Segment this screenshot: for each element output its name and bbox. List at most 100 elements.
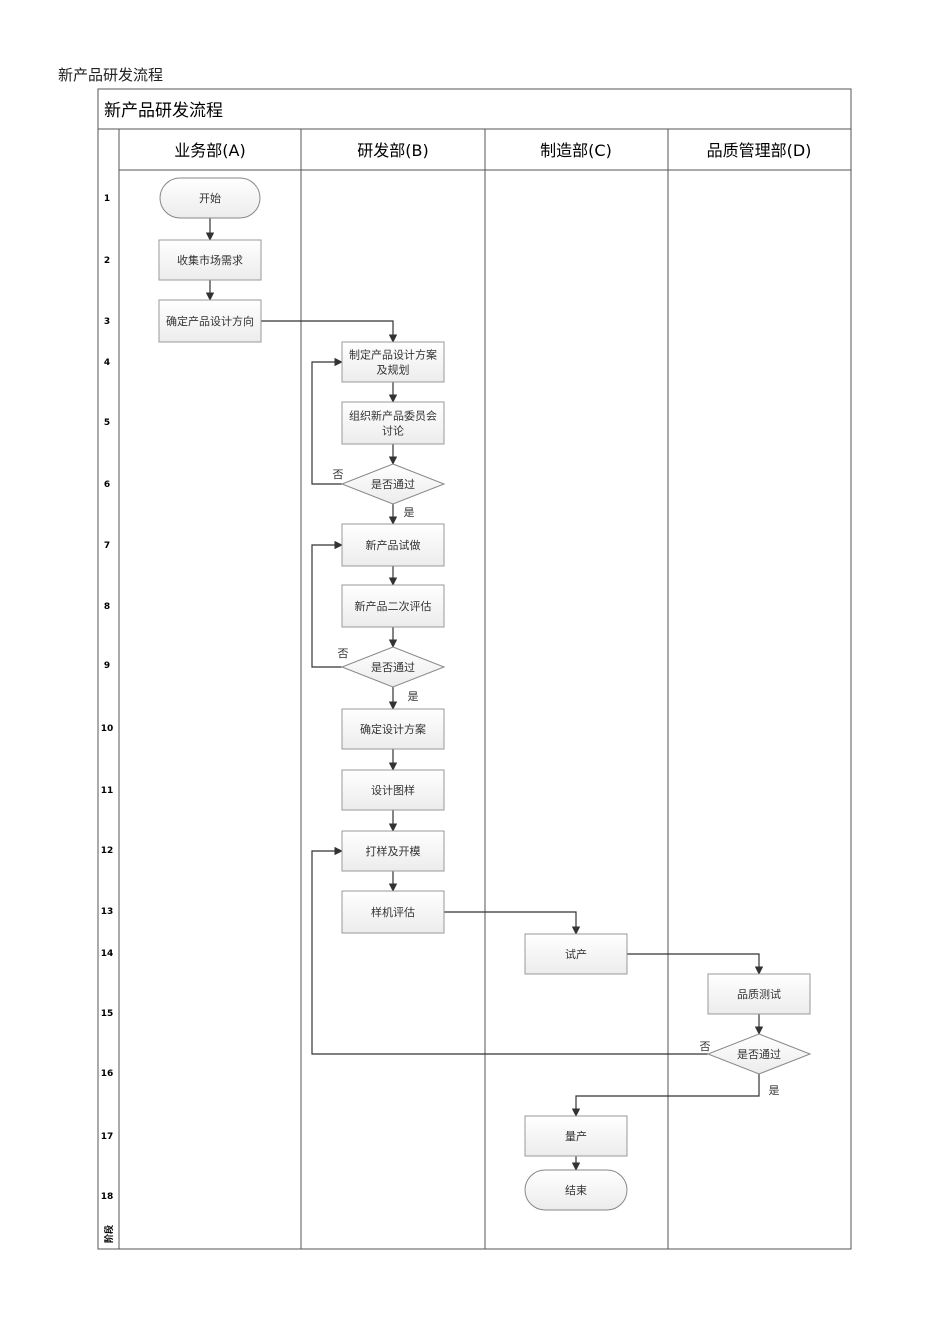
node-label: 品质测试 [737, 988, 781, 1001]
node-label: 试产 [565, 947, 587, 961]
flow-node-eval2: 新产品二次评估 [341, 584, 445, 628]
edge-line [627, 953, 764, 975]
row-label: 10 [101, 724, 114, 734]
node-label: 制定产品设计方案 [349, 348, 437, 362]
process-shape [158, 239, 262, 281]
lane-title-d: 品质管理部(D) [707, 141, 812, 160]
row-label: 16 [101, 1069, 114, 1079]
lane-title-c: 制造部(C) [540, 141, 612, 160]
lane-title-a: 业务部(A) [174, 141, 245, 160]
edge-label: 是 [408, 690, 419, 703]
edge-label: 否 [333, 468, 344, 481]
row-label: 6 [104, 480, 110, 490]
flow-node-trial: 新产品试做 [341, 523, 445, 567]
row-label: 1 [104, 194, 110, 204]
node-label: 开始 [199, 191, 221, 205]
process-shape [341, 708, 445, 750]
node-label: 设计图样 [371, 783, 415, 797]
flow-edge-pass1-trial: 是 [388, 504, 415, 525]
flow-edge-sampleeval-pilot [444, 911, 581, 935]
diagram-frame [97, 88, 852, 1250]
process-shape [341, 584, 445, 628]
node-label: 确定产品设计方向 [166, 314, 254, 328]
edge-label: 否 [338, 647, 349, 660]
node-label: 量产 [565, 1129, 587, 1143]
flow-node-direction: 确定产品设计方向 [158, 299, 262, 343]
process-shape [158, 299, 262, 343]
process-shape [341, 890, 445, 934]
row-label: 4 [104, 358, 110, 368]
edge-line [571, 1074, 760, 1117]
row-label: 2 [104, 256, 110, 266]
edge-line [311, 540, 343, 668]
flow-edge-pass3-mold: 否 [311, 846, 711, 1055]
node-label: 收集市场需求 [177, 253, 243, 267]
flow-node-start: 开始 [159, 177, 261, 219]
node-label: 组织新产品委员会 [349, 409, 437, 423]
node-label: 讨论 [382, 424, 404, 438]
edge-line [444, 911, 581, 935]
row-label: 5 [104, 418, 110, 428]
flow-node-end: 结束 [524, 1169, 628, 1211]
decision-shape [340, 646, 446, 688]
flow-node-confirm: 确定设计方案 [341, 708, 445, 750]
node-label: 是否通过 [371, 661, 415, 674]
row-label: 13 [101, 907, 114, 917]
flow-node-collect: 收集市场需求 [158, 239, 262, 281]
flow-edge-pass2-trial: 否 [311, 540, 349, 668]
flow-node-sampleeval: 样机评估 [341, 890, 445, 934]
process-shape [341, 341, 445, 383]
row-label: 14 [101, 949, 114, 959]
flow-node-drawing: 设计图样 [341, 769, 445, 811]
terminal-shape [524, 1169, 628, 1211]
process-shape [341, 523, 445, 567]
terminal-shape [159, 177, 261, 219]
row-label: 17 [101, 1132, 114, 1142]
node-label: 样机评估 [371, 905, 415, 919]
page-caption: 新产品研发流程 [58, 66, 164, 84]
phase-label: 阶段 [103, 1224, 115, 1243]
flow-edge-direction-plan [261, 320, 398, 343]
flow-node-pass2: 是否通过 [340, 646, 446, 688]
edge-label: 否 [700, 1040, 711, 1053]
node-label: 确定设计方案 [360, 722, 426, 736]
process-shape [341, 401, 445, 445]
edge-label: 是 [404, 506, 415, 519]
flow-node-mold: 打样及开模 [341, 830, 445, 872]
decision-shape [706, 1033, 812, 1075]
process-shape [341, 769, 445, 811]
row-label: 9 [104, 661, 110, 671]
node-label: 是否通过 [371, 478, 415, 491]
diagram-title: 新产品研发流程 [104, 101, 223, 121]
row-label: 15 [101, 1009, 114, 1019]
flow-edge-pilot-qtest [627, 953, 764, 975]
process-shape [707, 973, 811, 1015]
process-shape [341, 830, 445, 872]
edge-label: 是 [769, 1084, 780, 1097]
row-label: 3 [104, 317, 110, 327]
row-label: 8 [104, 602, 110, 612]
flow-edge-pass2-confirm: 是 [388, 687, 419, 710]
node-label: 及规划 [377, 363, 410, 377]
node-label: 新产品试做 [366, 538, 421, 552]
flow-node-pilot: 试产 [524, 933, 628, 975]
row-label: 12 [101, 846, 114, 856]
edge-line [261, 320, 398, 343]
flow-node-pass1: 是否通过 [340, 463, 446, 505]
decision-shape [340, 463, 446, 505]
process-shape [524, 933, 628, 975]
flow-edge-pass1-plan: 否 [311, 357, 344, 485]
node-label: 结束 [565, 1184, 587, 1197]
edge-line [311, 846, 708, 1055]
lane-title-b: 研发部(B) [357, 141, 428, 160]
flow-edge-pass3-mass: 是 [571, 1074, 780, 1117]
node-label: 新产品二次评估 [355, 599, 432, 613]
flow-node-pass3: 是否通过 [706, 1033, 812, 1075]
process-shape [524, 1115, 628, 1157]
node-label: 是否通过 [737, 1048, 781, 1061]
edge-line [311, 357, 343, 485]
flow-node-qtest: 品质测试 [707, 973, 811, 1015]
